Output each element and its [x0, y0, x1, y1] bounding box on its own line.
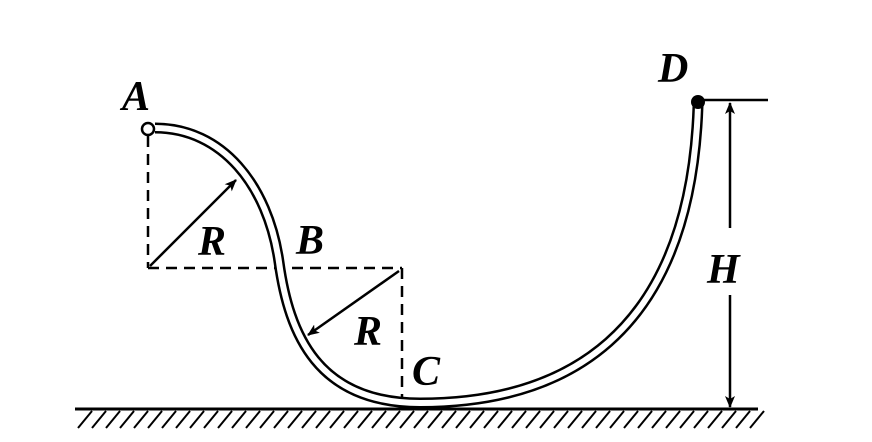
label-radius-2: R	[353, 309, 382, 355]
hatch-mark	[455, 410, 471, 429]
hatch-mark	[637, 410, 653, 429]
hatch-mark	[679, 410, 695, 429]
hatch-mark	[497, 410, 513, 429]
hatch-mark	[441, 410, 457, 429]
hatch-mark	[189, 410, 205, 429]
hatch-mark	[161, 410, 177, 429]
hatch-mark	[147, 410, 163, 429]
hatch-mark	[315, 410, 331, 429]
hatch-mark	[693, 410, 709, 429]
label-b: B	[295, 218, 324, 264]
hatch-mark	[469, 410, 485, 429]
hatch-mark	[217, 410, 233, 429]
ground-hatching	[77, 410, 765, 429]
hatch-mark	[357, 410, 373, 429]
hatch-mark	[539, 410, 555, 429]
label-height: H	[706, 247, 741, 293]
tube-track	[154, 105, 704, 409]
hatch-mark	[91, 410, 107, 429]
hatch-mark	[287, 410, 303, 429]
hatch-mark	[735, 410, 751, 429]
label-d: D	[657, 46, 688, 92]
point-d-marker	[691, 95, 705, 109]
hatch-mark	[259, 410, 275, 429]
hatch-mark	[567, 410, 583, 429]
radius-arrow-2	[307, 269, 400, 337]
hatch-mark	[595, 410, 611, 429]
hatch-mark	[665, 410, 681, 429]
hatch-mark	[413, 410, 429, 429]
hatch-mark	[707, 410, 723, 429]
hatch-mark	[175, 410, 191, 429]
hatch-mark	[721, 410, 737, 429]
hatch-mark	[623, 410, 639, 429]
hatch-mark	[651, 410, 667, 429]
hatch-mark	[581, 410, 597, 429]
hatch-mark	[609, 410, 625, 429]
hatch-mark	[119, 410, 135, 429]
hatch-mark	[203, 410, 219, 429]
hatch-mark	[483, 410, 499, 429]
hatch-mark	[749, 410, 765, 429]
hatch-mark	[399, 410, 415, 429]
point-a-marker	[140, 121, 156, 137]
hatch-mark	[133, 410, 149, 429]
hatch-mark	[553, 410, 569, 429]
hatch-mark	[343, 410, 359, 429]
label-a: A	[119, 74, 150, 120]
hatch-mark	[77, 410, 93, 429]
hatch-mark	[511, 410, 527, 429]
label-radius-1: R	[197, 219, 226, 265]
hatch-mark	[245, 410, 261, 429]
hatch-mark	[427, 410, 443, 429]
hatch-mark	[329, 410, 345, 429]
hatch-mark	[385, 410, 401, 429]
hatch-mark	[105, 410, 121, 429]
hatch-mark	[301, 410, 317, 429]
hatch-mark	[231, 410, 247, 429]
hatch-mark	[525, 410, 541, 429]
hatch-mark	[371, 410, 387, 429]
hatch-mark	[273, 410, 289, 429]
radius-arrow-1	[149, 179, 237, 267]
label-c: C	[412, 349, 441, 395]
